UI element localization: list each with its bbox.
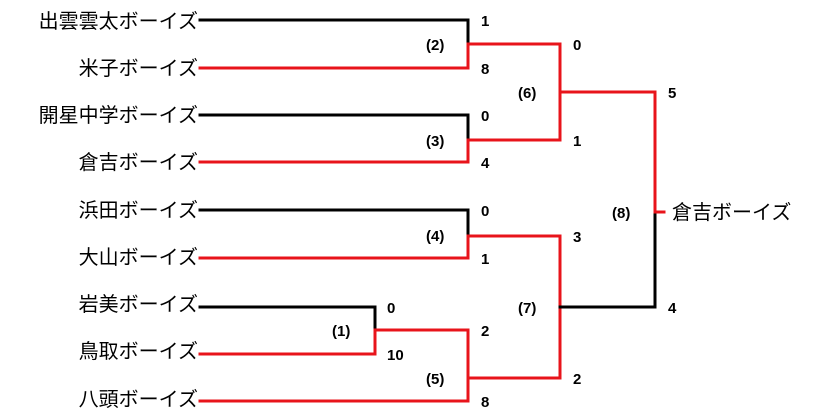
bracket-line-winner [198,352,470,403]
score: 0 [387,300,395,317]
bracket-line-winner [198,42,470,70]
score: 2 [573,371,581,388]
score: 4 [668,300,677,317]
game-number: (4) [426,228,444,245]
score: 1 [573,133,581,150]
score: 1 [481,13,489,30]
score: 0 [573,37,581,54]
game-number: (8) [612,205,630,222]
bracket-line-loser [558,210,657,309]
team-name: 八頭ボーイズ [79,387,198,411]
bracket-line-winner [198,138,470,164]
bracket-line-winner [198,328,377,356]
champion-name: 倉吉ボーイズ [672,200,791,224]
score: 0 [481,203,489,220]
score: 3 [573,229,581,246]
bracket-line-winner [466,305,562,380]
game-number: (5) [426,371,444,388]
game-number: (1) [332,323,350,340]
team-name: 浜田ボーイズ [79,198,198,222]
bracket-line-loser [198,18,470,46]
bracket-line-winner [373,328,470,356]
bracket-line-winner [198,234,470,260]
game-number: (3) [426,133,444,150]
team-name: 岩美ボーイズ [79,292,198,316]
team-name: 米子ボーイズ [79,56,198,80]
bracket-line-loser [198,305,377,332]
game-number: (2) [426,37,444,54]
score: 8 [481,394,489,411]
bracket-line-winner [466,90,562,142]
score: 8 [481,61,489,78]
team-name: 出雲雲太ボーイズ [39,9,198,33]
game-number: (6) [518,85,536,102]
score: 2 [481,323,489,340]
team-name: 倉吉ボーイズ [79,150,198,174]
team-name: 大山ボーイズ [79,245,198,269]
score: 10 [387,347,404,364]
score: 5 [668,85,676,102]
score: 4 [481,155,490,172]
bracket-line-winner [466,234,562,309]
game-number: (7) [518,300,536,317]
score: 1 [481,251,489,268]
team-name: 鳥取ボーイズ [79,339,198,363]
bracket-line-winner [466,42,562,94]
score: 0 [481,108,489,125]
bracket-line-winner [558,90,657,214]
bracket-line-loser [198,208,470,238]
bracket-line-loser [198,113,470,142]
team-name: 開星中学ボーイズ [39,103,198,127]
